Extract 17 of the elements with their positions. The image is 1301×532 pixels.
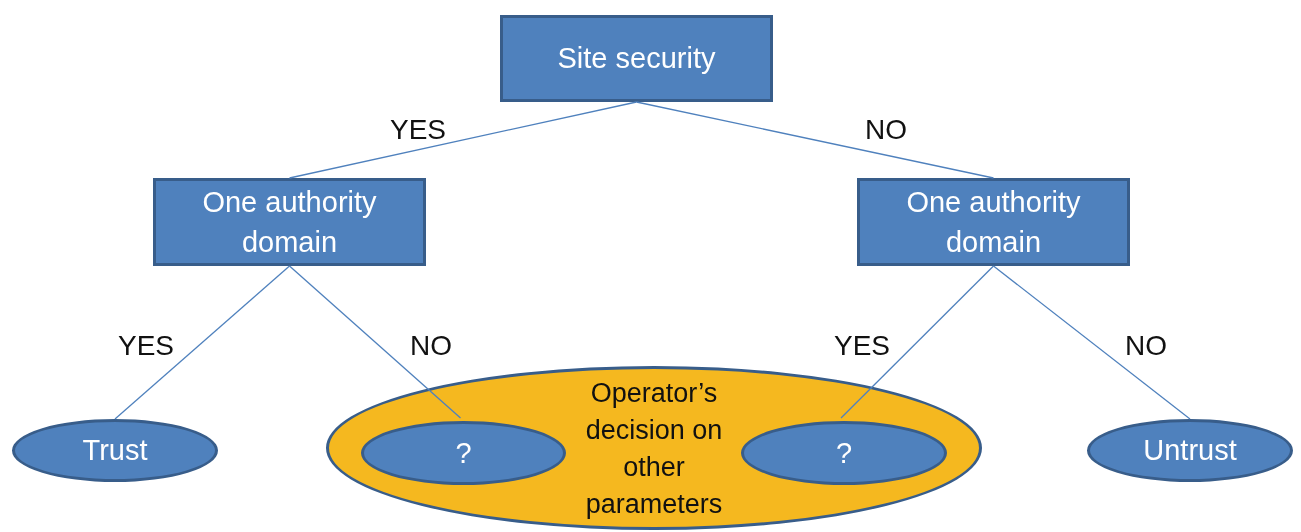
node-text: Site security xyxy=(557,41,716,77)
node-text: ? xyxy=(835,436,853,471)
node-text: One authority domain xyxy=(905,185,1082,260)
connector-line xyxy=(635,101,995,179)
connector-line xyxy=(840,265,995,419)
node-text: ? xyxy=(455,436,472,471)
node-text: Trust xyxy=(82,433,148,469)
node-text: Operator’s decision on other parameters xyxy=(584,377,724,521)
process-box xyxy=(500,15,773,102)
process-box xyxy=(857,178,1130,266)
node-text: Untrust xyxy=(1143,433,1237,469)
process-box xyxy=(153,178,426,266)
connector-line xyxy=(992,265,1191,420)
connector-line xyxy=(114,265,291,420)
node-text: One authority domain xyxy=(201,185,378,260)
connector-line xyxy=(288,101,638,179)
connector-line xyxy=(288,265,462,419)
